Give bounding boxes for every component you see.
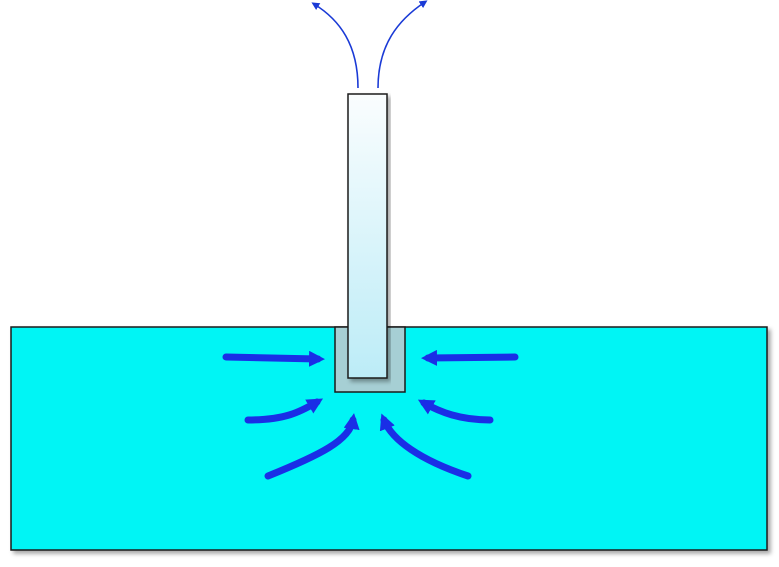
inflow-arrow-right-upper: [421, 349, 519, 366]
inflow-arrows: [222, 349, 519, 480]
inflow-arrow-right-middle: [417, 399, 494, 424]
inflow-arrow-left-upper: [222, 350, 325, 367]
outflow-arrows: [311, 0, 428, 89]
inflow-arrow-left-middle: [244, 398, 324, 424]
inflow-arrow-right-lower: [379, 413, 472, 480]
wick-tube: [347, 93, 388, 379]
outflow-arrow-right: [377, 0, 428, 89]
outflow-arrow-left: [311, 2, 359, 89]
inflow-arrow-left-lower: [264, 413, 360, 480]
